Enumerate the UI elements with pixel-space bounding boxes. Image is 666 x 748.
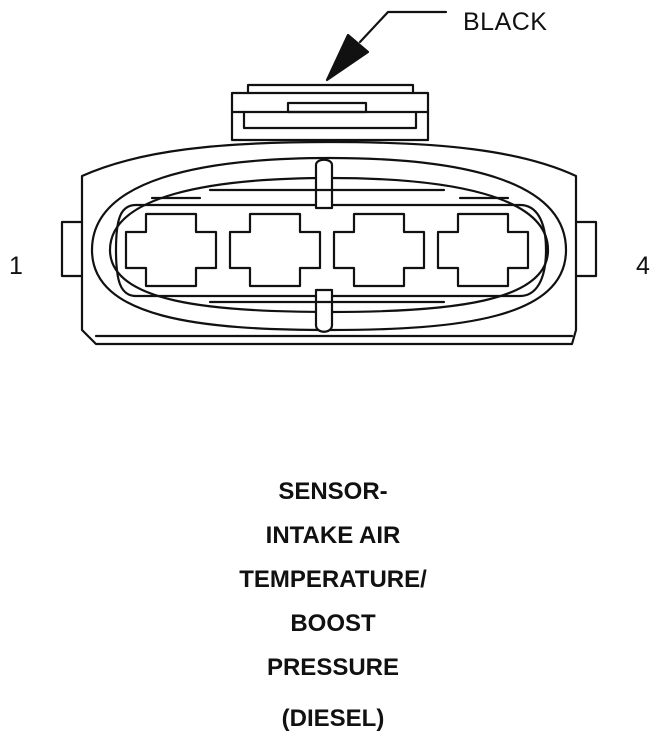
terminal-cavity-2 bbox=[228, 212, 322, 288]
right-ear bbox=[574, 220, 598, 278]
terminal-bay bbox=[114, 203, 548, 298]
left-ear bbox=[60, 220, 84, 278]
polarizing-key-top bbox=[314, 158, 334, 210]
component-caption: SENSOR- INTAKE AIR TEMPERATURE/ BOOST PR… bbox=[0, 470, 666, 748]
callout-leader-line bbox=[358, 10, 448, 44]
locking-tab bbox=[230, 83, 430, 142]
pin-4-label: 4 bbox=[636, 252, 650, 280]
polarizing-key-bottom bbox=[314, 288, 334, 333]
caption-line-diesel: (DIESEL) bbox=[281, 705, 385, 732]
terminal-cavity-1 bbox=[124, 212, 218, 288]
pin-1-label: 1 bbox=[9, 252, 23, 280]
inner-cavity bbox=[108, 176, 550, 314]
caption-line-2: INTAKE AIR bbox=[265, 522, 401, 549]
terminal-cavity-3 bbox=[332, 212, 426, 288]
terminal-cavity-4 bbox=[436, 212, 530, 288]
caption-line-4: BOOST bbox=[290, 610, 376, 637]
inner-shroud bbox=[90, 156, 568, 332]
caption-line-5: PRESSURE bbox=[266, 654, 400, 681]
callout-arrowhead bbox=[325, 33, 370, 82]
caption-line-1: SENSOR- bbox=[278, 478, 388, 505]
connector-color-callout: BLACK bbox=[463, 8, 548, 36]
outer-housing bbox=[80, 140, 578, 346]
connector-diagram bbox=[60, 10, 598, 346]
caption-line-3: TEMPERATURE/ bbox=[239, 566, 427, 593]
